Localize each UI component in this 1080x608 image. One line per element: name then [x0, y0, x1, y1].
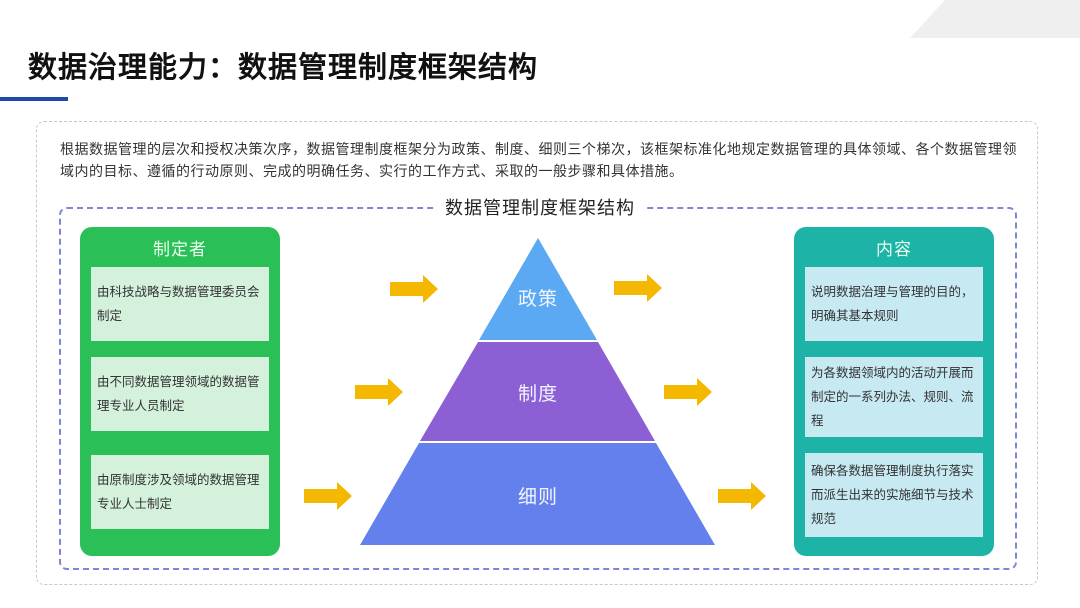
content-card-regulation: 为各数据领域内的活动开展而制定的一系列办法、规则、流程: [805, 357, 983, 437]
arrow-right-icon: [718, 482, 766, 510]
content-text: 为各数据领域内的活动开展而制定的一系列办法、规则、流程: [811, 365, 974, 428]
tier-label-policy: 政策: [517, 288, 559, 310]
arrow-right-icon: [304, 482, 352, 510]
content-card-policy: 说明数据治理与管理的目的，明确其基本规则: [805, 267, 983, 341]
arrow-right-icon: [390, 275, 438, 303]
content-panel: 内容 说明数据治理与管理的目的，明确其基本规则 为各数据领域内的活动开展而制定的…: [794, 227, 994, 556]
pyramid-tier-policy: [479, 238, 597, 340]
arrow-right-icon: [355, 378, 403, 406]
content-text: 确保各数据管理制度执行落实而派生出来的实施细节与技术规范: [811, 463, 974, 526]
tier-label-rules: 细则: [517, 486, 559, 508]
makers-header: 制定者: [153, 240, 207, 260]
content-header: 内容: [876, 240, 912, 260]
maker-text: 由科技战略与数据管理委员会制定: [97, 284, 260, 323]
pyramid-tier-regulation: [420, 342, 655, 441]
arrow-right-icon: [664, 378, 712, 406]
maker-text: 由不同数据管理领域的数据管理专业人员制定: [97, 374, 260, 413]
diagram-title: 数据管理制度框架结构: [435, 194, 645, 220]
tier-label-regulation: 制度: [517, 383, 559, 405]
maker-card-policy: 由科技战略与数据管理委员会制定: [91, 267, 269, 341]
pyramid-tier-rules: [360, 443, 715, 545]
arrow-right-icon: [614, 274, 662, 302]
maker-card-rules: 由原制度涉及领域的数据管理专业人士制定: [91, 455, 269, 529]
maker-card-regulation: 由不同数据管理领域的数据管理专业人员制定: [91, 357, 269, 431]
title-underline: [0, 97, 68, 101]
content-frame: [36, 121, 1038, 585]
page-title: 数据治理能力：数据管理制度框架结构: [28, 50, 539, 84]
makers-panel: 制定者 由科技战略与数据管理委员会制定 由不同数据管理领域的数据管理专业人员制定…: [80, 227, 280, 556]
content-card-rules: 确保各数据管理制度执行落实而派生出来的实施细节与技术规范: [805, 453, 983, 537]
intro-paragraph: 根据数据管理的层次和授权决策次序，数据管理制度框架分为政策、制度、细则三个梯次，…: [60, 142, 1017, 180]
maker-text: 由原制度涉及领域的数据管理专业人士制定: [97, 472, 260, 511]
content-text: 说明数据治理与管理的目的，明确其基本规则: [811, 284, 974, 323]
